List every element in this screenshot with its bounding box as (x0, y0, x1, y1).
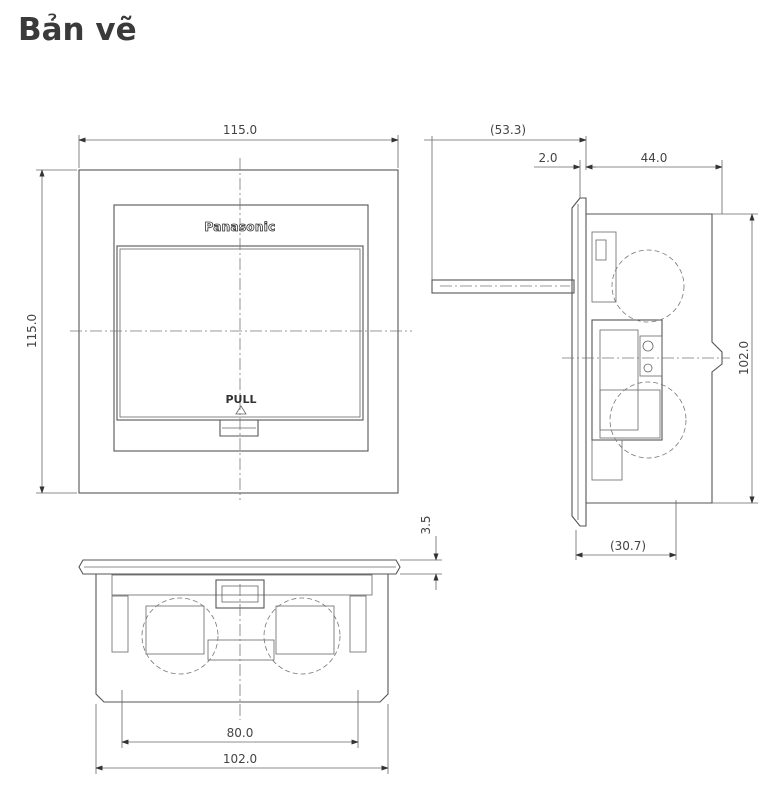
bottom-hidden-outlet-left (141, 597, 219, 675)
bottom-plate-offset-label: 3.5 (419, 515, 433, 534)
front-cover-frame (113, 204, 369, 452)
bottom-socket-right (275, 605, 335, 655)
bottom-box-width-label: 102.0 (223, 752, 257, 766)
bottom-view: 3.5 80.0 102.0 (78, 515, 442, 774)
pull-tab (219, 420, 259, 437)
bottom-inner-width-label: 80.0 (227, 726, 254, 740)
side-protrusion-label: (30.7) (610, 539, 646, 553)
front-height-label: 115.0 (25, 314, 39, 348)
side-mounting-box (586, 213, 723, 504)
side-open-lid (431, 279, 575, 294)
side-box-height-label: 102.0 (737, 341, 751, 375)
side-hidden-outlet-bottom (609, 381, 687, 459)
front-view: Panasonic PULL 115.0 115.0 (25, 123, 412, 500)
pull-label: PULL (225, 393, 256, 406)
side-overall-depth-label: (53.3) (490, 123, 526, 137)
page-title: Bản vẽ (18, 12, 137, 48)
bottom-mounting-box (95, 574, 389, 703)
pull-arrow-icon (235, 405, 247, 415)
bottom-face-plate (78, 559, 401, 575)
bottom-socket-left (145, 605, 205, 655)
side-box-depth-label: 44.0 (641, 151, 668, 165)
bottom-hidden-outlet-right (263, 597, 341, 675)
front-width-label: 115.0 (223, 123, 257, 137)
brand-logo: Panasonic (204, 220, 275, 234)
side-plate-thickness-label: 2.0 (538, 151, 557, 165)
side-socket-body (591, 319, 663, 441)
side-face-plate (571, 197, 587, 527)
side-view: (53.3) 2.0 44.0 10 (424, 123, 758, 560)
side-hidden-outlet-top (611, 249, 685, 323)
front-plate-outline (78, 169, 399, 494)
